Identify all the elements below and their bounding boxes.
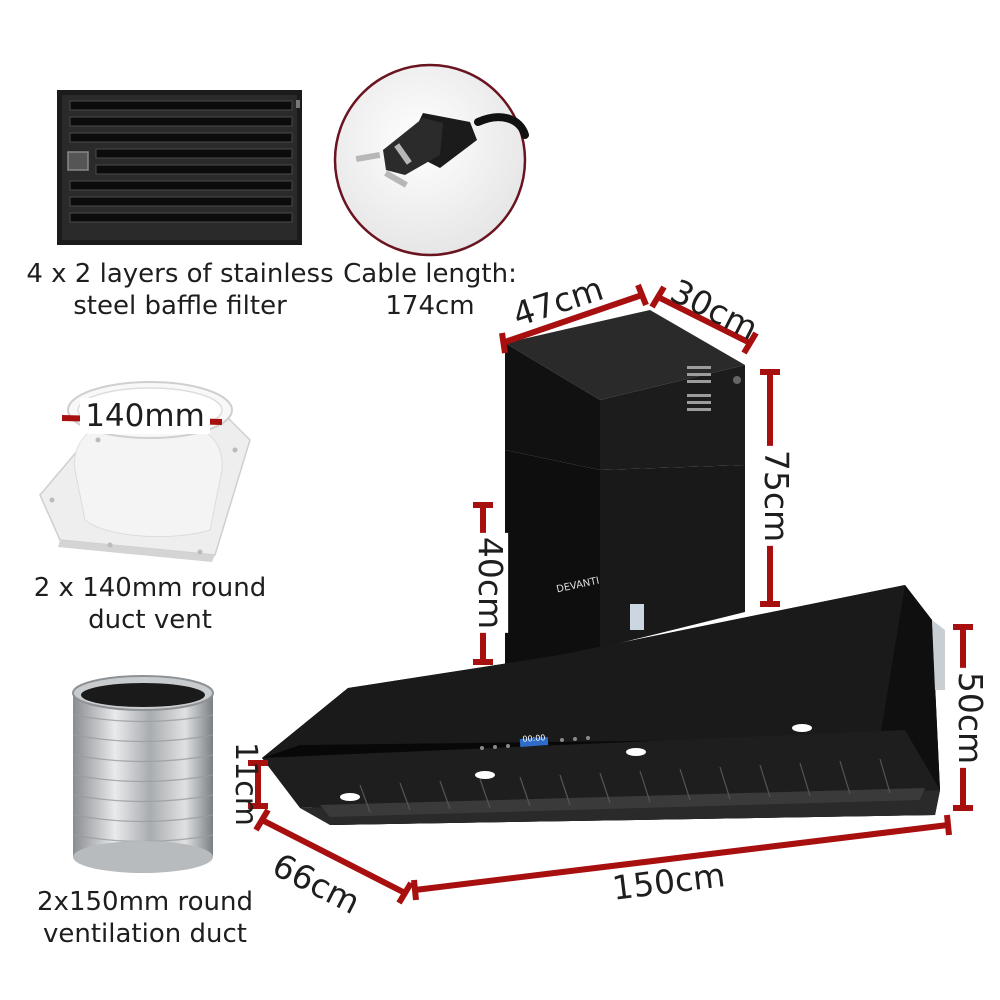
duct-vent-caption-line1: 2 x 140mm round (33, 573, 267, 603)
baffle-filter-caption: 4 x 2 layers of stainless steel baffle f… (20, 258, 340, 322)
baffle-filter-caption-line2: steel baffle filter (73, 291, 287, 321)
cable-length-caption-line2: 174cm (385, 291, 475, 321)
cable-length-caption-line1: Cable length: (343, 259, 517, 289)
duct-vent-caption-line2: duct vent (88, 605, 212, 635)
duct-vent-caption: 2 x 140mm round duct vent (20, 572, 280, 636)
range-hood-image (262, 310, 945, 825)
ventilation-duct-caption-line1: 2x150mm round (37, 887, 253, 917)
dimension-chimney-height: 75cm (757, 445, 796, 547)
dimension-canopy-height: 50cm (951, 667, 990, 769)
plug-image (333, 63, 529, 257)
dimension-lower-chimney: 40cm (471, 532, 510, 634)
baffle-filter-caption-line1: 4 x 2 layers of stainless (26, 259, 334, 289)
cable-length-caption: Cable length: 174cm (330, 258, 530, 322)
control-display: 00:00 (522, 733, 546, 744)
ventilation-duct-image (72, 675, 214, 873)
ventilation-duct-caption: 2x150mm round ventilation duct (15, 886, 275, 950)
dimension-front-lip: 11cm (227, 742, 263, 826)
duct-vent-diameter-label: 140mm (80, 398, 210, 434)
ventilation-duct-caption-line2: ventilation duct (43, 919, 247, 949)
baffle-filter-image (57, 90, 302, 245)
